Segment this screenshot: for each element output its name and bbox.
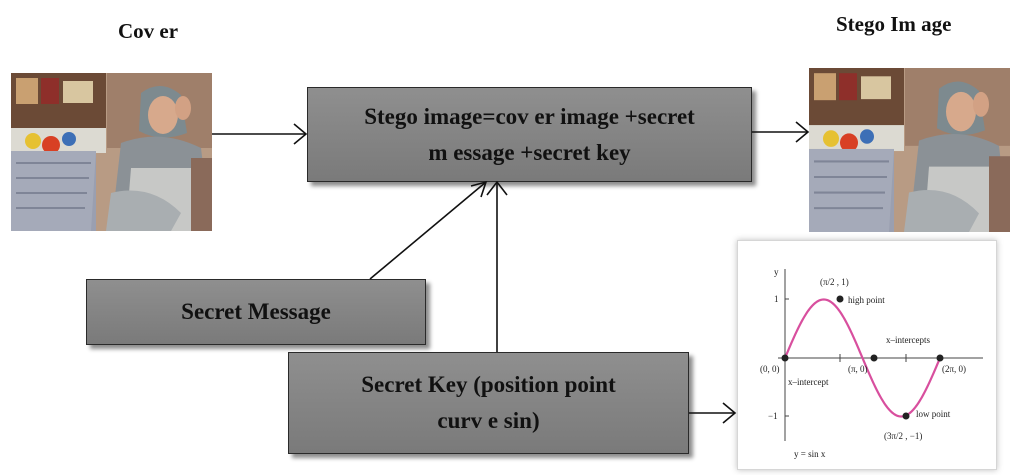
secret-key-line1: Secret Key (position point: [361, 372, 616, 397]
secret-message-label: Secret Message: [181, 299, 331, 324]
stego-image: [809, 68, 1010, 232]
x-intercepts-label: x–intercepts: [886, 335, 930, 345]
point-high: [836, 295, 844, 303]
cover-image: [11, 73, 212, 231]
high-coord-label: (π/2 , 1): [820, 277, 849, 287]
secret-key-box: Secret Key (position point curv e sin): [288, 352, 689, 454]
high-point-label: high point: [848, 295, 885, 305]
point-origin: [781, 354, 789, 362]
pi-label: (π, 0): [848, 364, 868, 374]
low-coord-label: (3π/2 , −1): [884, 431, 922, 441]
point-two-pi: [936, 354, 944, 362]
equation-label: y = sin x: [794, 449, 826, 459]
y-tick-neg-one: −1: [768, 411, 778, 421]
x-intercept-label: x–intercept: [788, 377, 829, 387]
stego-formula-box: Stego image=cov er image +secret m essag…: [307, 87, 752, 182]
cover-label: Cov er: [118, 19, 179, 43]
secret-key-line2: curv e sin): [437, 408, 540, 433]
origin-label: (0, 0): [760, 364, 780, 374]
y-tick-one: 1: [774, 294, 779, 304]
stego-formula-line1: Stego image=cov er image +secret: [364, 103, 695, 129]
y-axis-label: y: [774, 267, 779, 277]
stego-formula-line2: m essage +secret key: [428, 139, 631, 165]
sine-curve-graph: y 1 −1 (π/2 , 1) high point x–intercepts…: [737, 240, 997, 470]
stego-image-label: Stego Im age: [836, 12, 952, 36]
point-pi: [870, 354, 878, 362]
sine-curve: [783, 298, 942, 418]
arrow-message-to-formula: [369, 181, 487, 280]
two-pi-label: (2π, 0): [942, 364, 966, 374]
secret-message-box: Secret Message: [86, 279, 426, 345]
point-low: [902, 412, 910, 420]
low-point-label: low point: [916, 409, 951, 419]
